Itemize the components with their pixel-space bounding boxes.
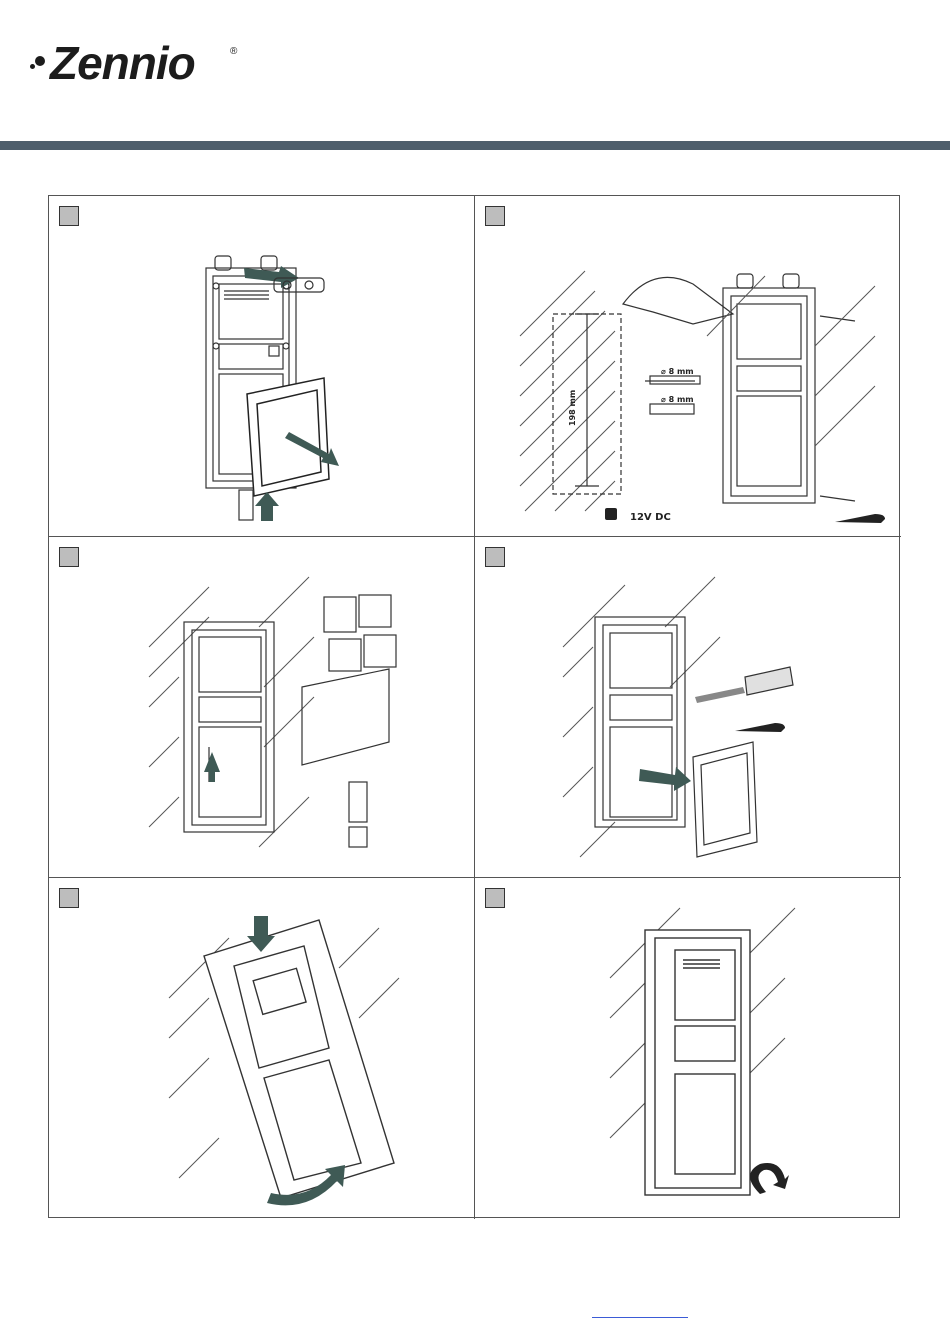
logo-dot	[35, 56, 45, 66]
step-3-illustration	[49, 537, 475, 878]
step-1-illustration	[49, 196, 475, 537]
lock-icon	[605, 508, 617, 520]
step-3-number-box	[59, 547, 79, 567]
screwdriver-icon	[835, 514, 885, 523]
plug-size-label: ⌀ 8 mm	[661, 395, 694, 404]
logo-dot-small	[30, 64, 35, 69]
step-6-panel	[475, 878, 901, 1219]
step-5-number-box	[59, 888, 79, 908]
header-bar	[0, 141, 950, 150]
footer-link-underline[interactable]	[592, 1317, 688, 1318]
step-4-number-box	[485, 547, 505, 567]
step-2-illustration: 198 mm ⌀ 8 mm ⌀ 8 mm 12V DC	[475, 196, 901, 537]
drill-size-label: ⌀ 8 mm	[661, 367, 694, 376]
logo-text: Zennio	[50, 36, 195, 90]
screwdriver-icon-2	[735, 723, 785, 732]
step-4-panel	[475, 537, 901, 878]
step-4-illustration	[475, 537, 901, 878]
step-5-panel	[49, 878, 475, 1219]
step-3-panel	[49, 537, 475, 878]
power-label: 12V DC	[630, 512, 671, 523]
step-5-illustration	[49, 878, 475, 1219]
step-6-illustration	[475, 878, 901, 1219]
step-2-panel: 198 mm ⌀ 8 mm ⌀ 8 mm 12V DC	[475, 196, 901, 537]
step-2-number-box	[485, 206, 505, 226]
rotate-arrow-icon	[750, 1163, 789, 1194]
instruction-grid: 198 mm ⌀ 8 mm ⌀ 8 mm 12V DC	[48, 195, 900, 1218]
dimension-label: 198 mm	[568, 390, 577, 426]
zennio-logo: Zennio ®	[30, 34, 260, 90]
step-1-number-box	[59, 206, 79, 226]
logo-registered-mark: ®	[230, 46, 237, 57]
step-1-panel	[49, 196, 475, 537]
step-6-number-box	[485, 888, 505, 908]
